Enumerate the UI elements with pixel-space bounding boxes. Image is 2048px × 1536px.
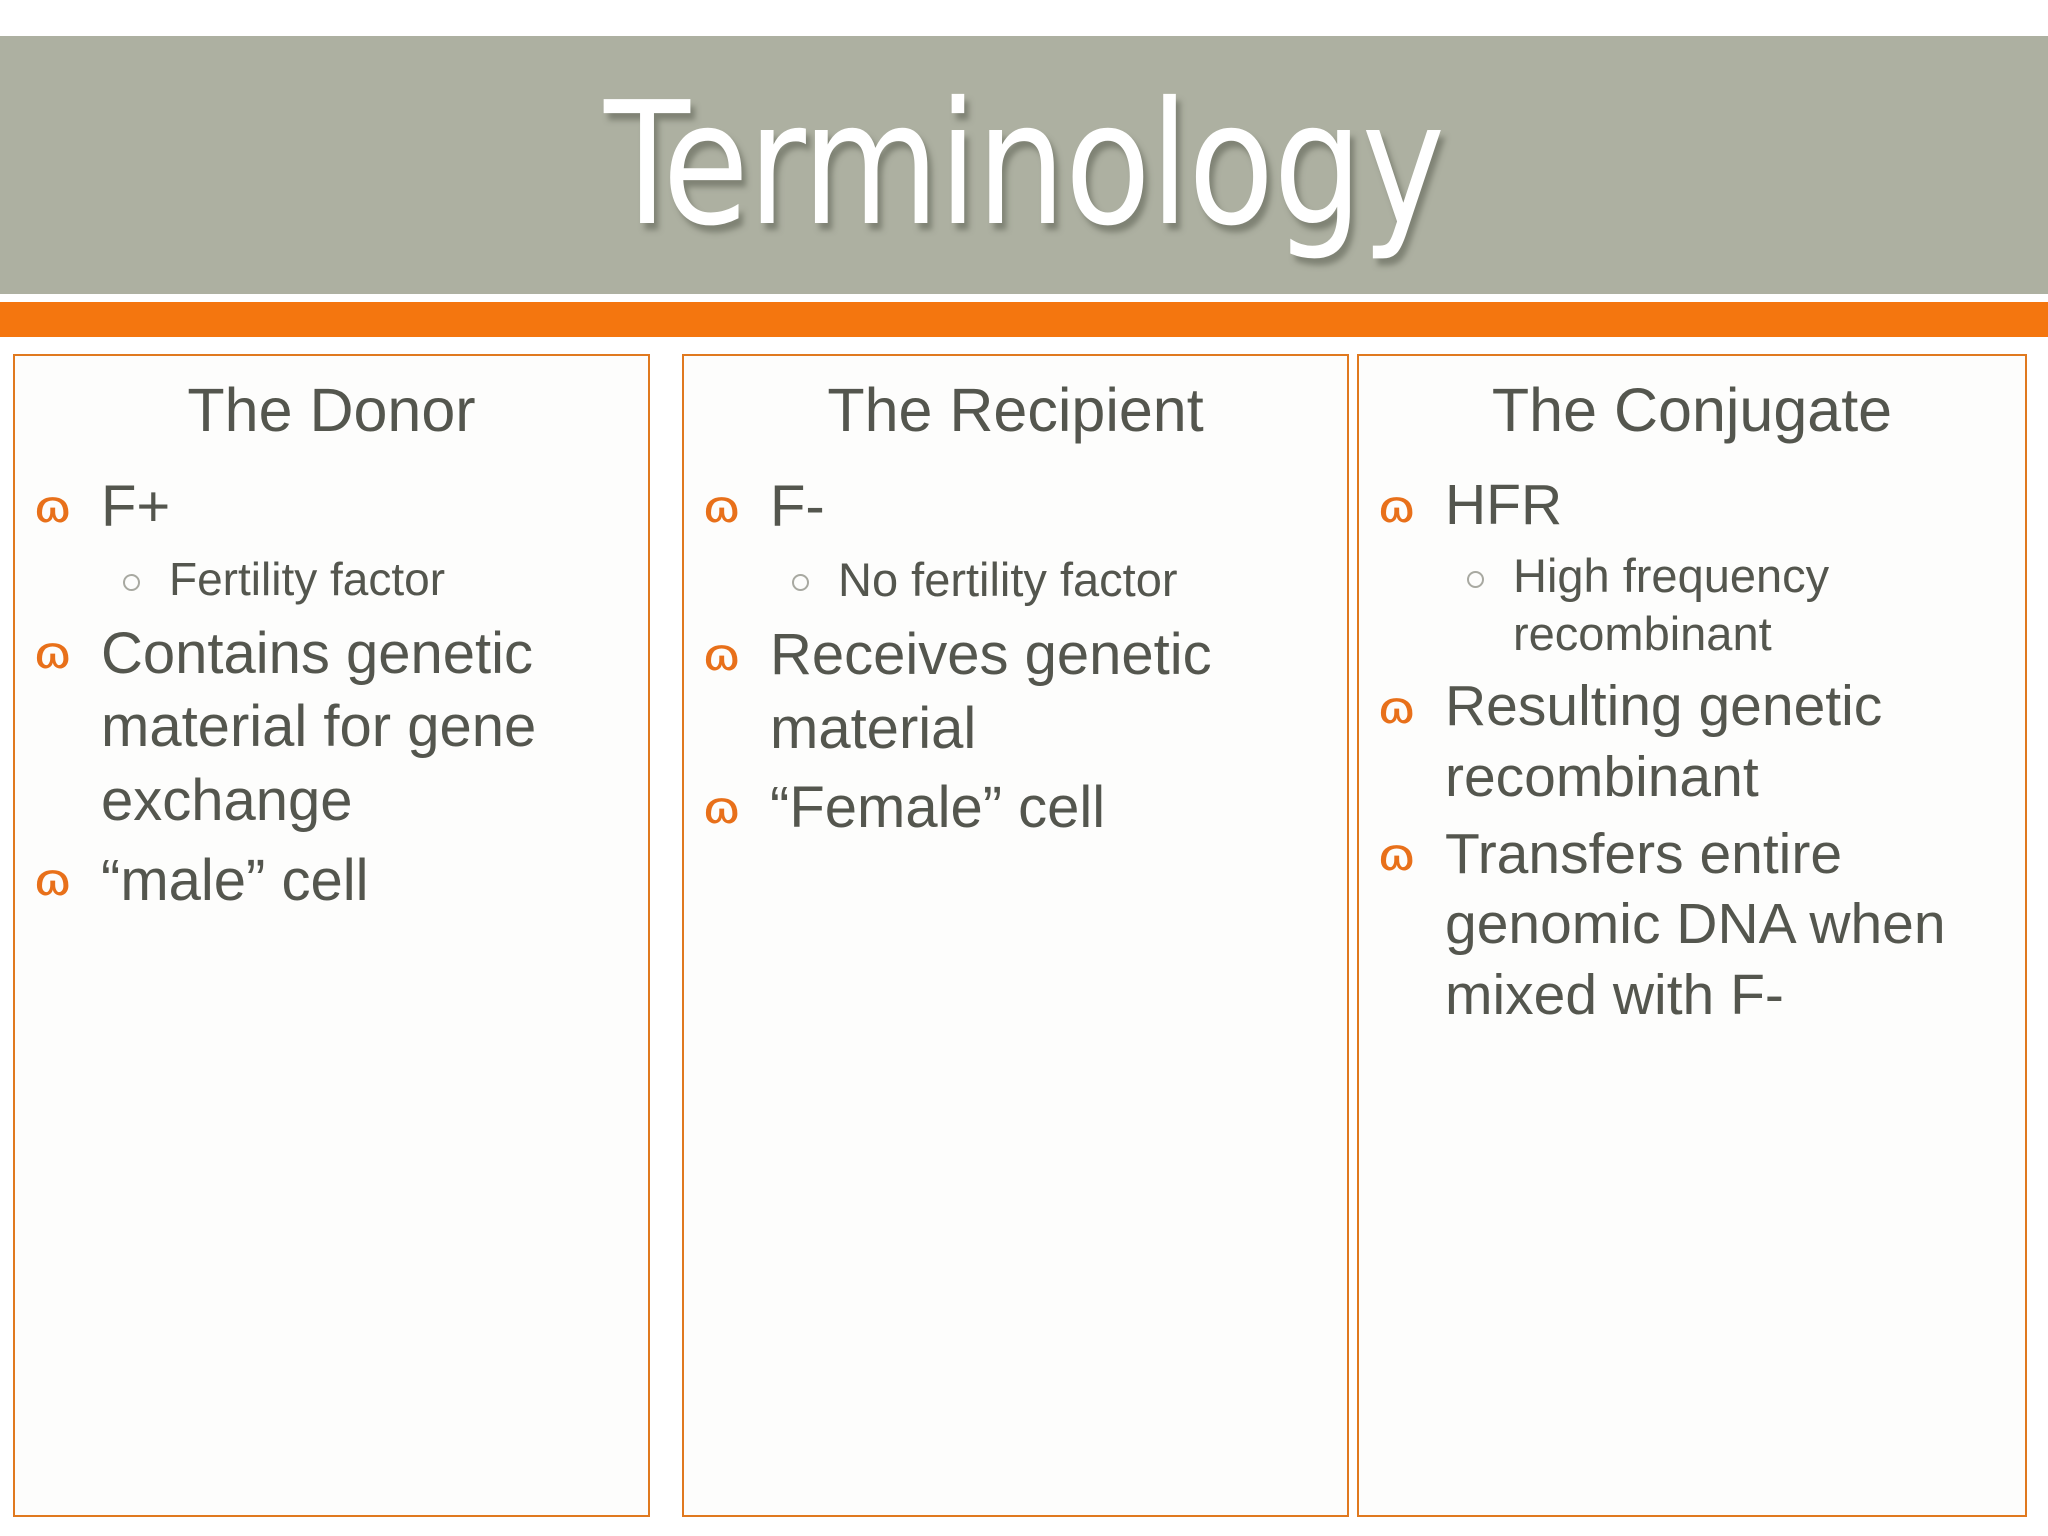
column-heading: The Conjugate — [1491, 376, 1893, 444]
bullet-item: ɷ Contains genetic material for gene exc… — [23, 617, 640, 838]
column-conjugate: The Conjugate ɷ HFR High frequency recom… — [1357, 354, 2027, 1517]
sub-bullet-list: No fertility factor — [770, 550, 1339, 610]
bullet-item: ɷ Transfers entire genomic DNA when mixe… — [1367, 819, 2017, 1031]
accent-rule — [0, 302, 2048, 337]
title-band: Terminology — [0, 36, 2048, 294]
ornate-bullet-icon: ɷ — [1377, 481, 1417, 533]
circle-bullet-icon — [792, 574, 809, 592]
bullet-list: ɷ HFR High frequency recombinant ɷ Resul… — [1359, 442, 2025, 1031]
bullet-text: HFR — [1445, 473, 1563, 538]
ornate-bullet-icon: ɷ — [33, 628, 73, 679]
bullet-item: ɷ F+ Fertility factor — [23, 470, 640, 609]
bullet-text: “Female” cell — [770, 775, 1106, 841]
page-title: Terminology — [603, 66, 1445, 264]
ornate-bullet-icon: ɷ — [702, 629, 742, 680]
bullet-text: Contains genetic material for gene excha… — [101, 620, 537, 833]
bullet-text: Transfers entire genomic DNA when mixed … — [1445, 821, 1946, 1027]
column-recipient: The Recipient ɷ F- No fertility factor — [682, 354, 1349, 1517]
sub-bullet-text: No fertility factor — [838, 552, 1178, 606]
sub-bullet-list: Fertility factor — [101, 550, 640, 609]
sub-bullet-list: High frequency recombinant — [1445, 547, 2017, 664]
sub-bullet-text: High frequency recombinant — [1513, 548, 1830, 660]
bullet-text: F- — [770, 474, 825, 540]
circle-bullet-icon — [1467, 571, 1484, 589]
bullet-list: ɷ F- No fertility factor ɷ Receives gene… — [684, 442, 1347, 845]
sub-bullet-item: No fertility factor — [770, 550, 1339, 610]
bullet-text: F+ — [101, 474, 171, 540]
bullet-list: ɷ F+ Fertility factor ɷ Contains genetic… — [15, 442, 648, 917]
ornate-bullet-icon: ɷ — [33, 481, 73, 533]
column-donor: The Donor ɷ F+ Fertility factor ɷ — [13, 354, 650, 1517]
bullet-text: Resulting genetic recombinant — [1445, 674, 1883, 809]
bullet-text: Receives genetic material — [770, 621, 1212, 761]
bullet-item: ɷ Resulting genetic recombinant — [1367, 671, 2017, 812]
column-heading: The Donor — [187, 376, 476, 444]
ornate-bullet-icon: ɷ — [33, 855, 73, 906]
ornate-bullet-icon: ɷ — [702, 782, 742, 834]
sub-bullet-text: Fertility factor — [169, 552, 446, 605]
ornate-bullet-icon: ɷ — [1377, 682, 1417, 734]
columns-container: The Donor ɷ F+ Fertility factor ɷ — [0, 354, 2048, 1518]
bullet-text: “male” cell — [101, 847, 369, 913]
ornate-bullet-icon: ɷ — [1377, 830, 1417, 881]
bullet-item: ɷ “Female” cell — [692, 771, 1339, 845]
ornate-bullet-icon: ɷ — [702, 481, 742, 533]
bullet-item: ɷ HFR High frequency recombinant — [1367, 470, 2017, 663]
sub-bullet-item: High frequency recombinant — [1445, 547, 2017, 664]
bullet-item: ɷ “male” cell — [23, 844, 640, 918]
bullet-item: ɷ F- No fertility factor — [692, 470, 1339, 610]
sub-bullet-item: Fertility factor — [101, 550, 640, 609]
bullet-item: ɷ Receives genetic material — [692, 618, 1339, 765]
circle-bullet-icon — [123, 573, 140, 591]
column-heading: The Recipient — [827, 376, 1204, 444]
